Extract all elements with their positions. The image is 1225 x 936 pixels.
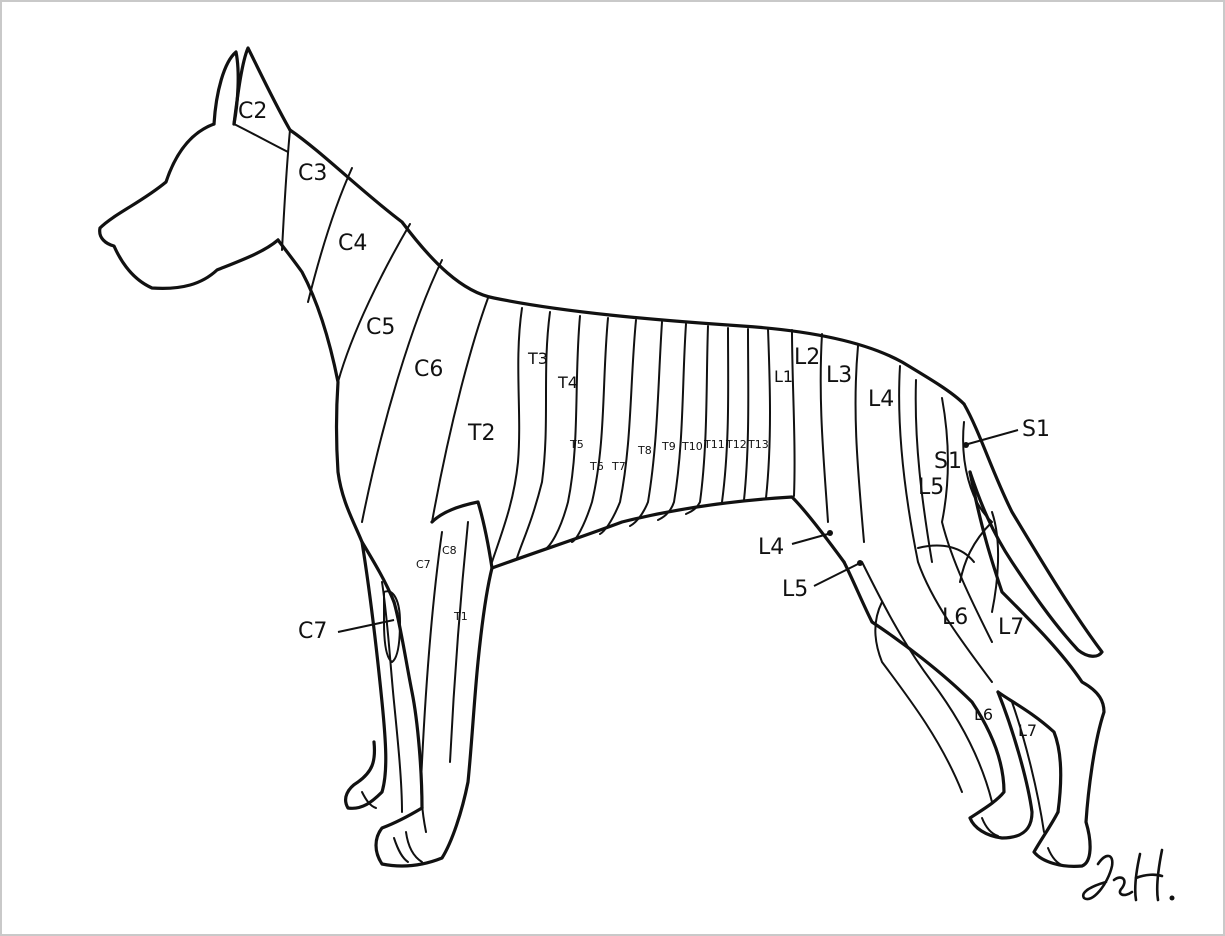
label-c5: C5 [366,315,395,340]
artist-signature [1083,850,1174,901]
label-t6: T6 [589,460,604,473]
label-t8: T8 [637,444,652,457]
label-c6: C6 [414,357,443,382]
label-t1: T1 [453,610,468,623]
label-t3: T3 [527,349,548,368]
label-c2: C2 [238,99,267,124]
label-c7: C7 [298,619,327,644]
label-t7: T7 [611,460,626,473]
label-t13: T13 [747,438,769,451]
label-l2: L2 [794,345,820,370]
label-l6-leg: L6 [974,705,993,724]
label-t5: T5 [569,438,584,451]
label-l7-leg: L7 [1018,721,1037,740]
label-t12: T12 [725,438,747,451]
label-c7-leg: C7 [416,558,431,571]
label-l4: L4 [868,387,894,412]
label-s1-tail: S1 [1022,417,1050,442]
label-l5-leg: L5 [782,577,808,602]
dermatome-labels: C2 C3 C4 C5 C6 C7 C8 C7 T1 T2 T3 T4 T5 T… [238,99,1050,740]
label-l7: L7 [998,615,1024,640]
label-t4: T4 [557,373,578,392]
label-l1: L1 [774,367,793,386]
label-c3: C3 [298,161,327,186]
label-t2: T2 [467,421,495,446]
label-c8: C8 [442,544,457,557]
label-l6: L6 [942,605,968,630]
label-l3: L3 [826,363,852,388]
label-c4: C4 [338,231,367,256]
label-t9: T9 [661,440,676,453]
label-l5-hip: L5 [918,475,944,500]
label-l4-leg: L4 [758,535,784,560]
label-s1: S1 [934,449,962,474]
label-t11: T11 [703,438,725,451]
leader-lines [338,430,1018,632]
label-t10: T10 [681,440,703,453]
